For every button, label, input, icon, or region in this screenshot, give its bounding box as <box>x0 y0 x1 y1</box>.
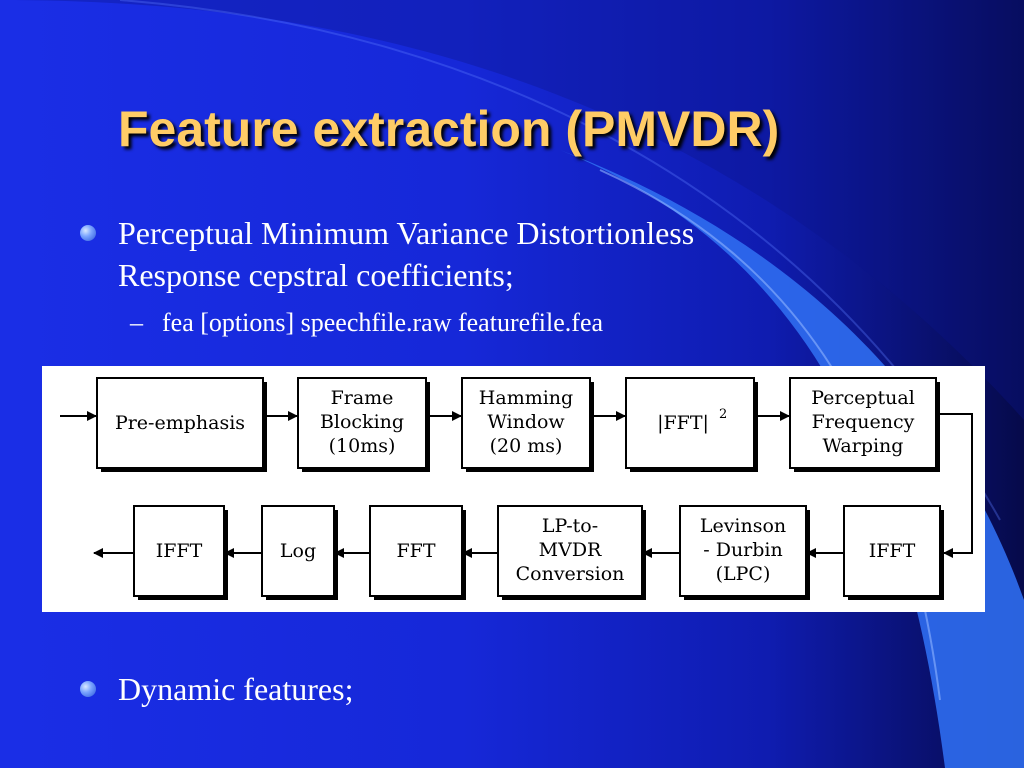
block-label: FFT <box>396 540 435 562</box>
block-perceptual-frequency-warping: Perceptual Frequency Warping <box>789 377 940 472</box>
bullet-dynamic-features: Dynamic features; <box>80 668 354 710</box>
block-pre-emphasis: Pre-emphasis <box>96 377 267 472</box>
bullet-text: Dynamic features; <box>118 671 354 707</box>
block-label: - Durbin <box>703 539 783 561</box>
block-ifft-2: IFFT <box>843 505 944 600</box>
block-label: Frequency <box>812 411 915 433</box>
block-lp-to-mvdr: LP-to- MVDR Conversion <box>497 505 646 600</box>
block-label: Frame <box>331 387 394 409</box>
bullet-pmvdr: Perceptual Minimum Variance Distortionle… <box>80 212 695 296</box>
block-label: Window <box>487 411 565 433</box>
block-label: Pre-emphasis <box>115 412 245 434</box>
slide-title: Feature extraction (PMVDR) <box>118 101 780 157</box>
block-label: Warping <box>823 435 904 457</box>
arrow-row-connector <box>940 413 973 558</box>
sub-bullet-text: fea [options] speechfile.raw featurefile… <box>162 308 604 337</box>
block-label: Hamming <box>479 387 573 409</box>
block-levinson-durbin: Levinson - Durbin (LPC) <box>679 505 810 600</box>
bullet-text-line1: Perceptual Minimum Variance Distortionle… <box>118 215 695 251</box>
block-fft: FFT <box>369 505 466 600</box>
block-label: Perceptual <box>811 387 915 409</box>
block-label: LP-to- <box>542 515 598 537</box>
block-label: |FFT| <box>657 412 709 434</box>
block-label: MVDR <box>539 539 602 561</box>
block-frame-blocking: Frame Blocking (10ms) <box>297 377 430 472</box>
bullet-dot-icon <box>80 225 96 241</box>
block-label: (10ms) <box>329 435 396 457</box>
block-hamming-window: Hamming Window (20 ms) <box>461 377 594 472</box>
block-log: Log <box>261 505 338 600</box>
block-fft-magnitude-squared: |FFT| 2 <box>625 377 758 472</box>
bullet-dot-icon <box>80 681 96 697</box>
block-label: Conversion <box>516 563 625 585</box>
sub-bullet-dash: – <box>130 308 143 337</box>
block-label: IFFT <box>869 540 916 562</box>
block-label: Blocking <box>320 411 404 433</box>
sub-bullet-command: – fea [options] speechfile.raw featurefi… <box>130 308 604 338</box>
block-label-superscript: 2 <box>719 407 727 422</box>
block-ifft-1: IFFT <box>133 505 228 600</box>
pmvdr-block-diagram: Pre-emphasis Frame Blocking (10ms) Hammi… <box>42 366 985 612</box>
block-label: (20 ms) <box>490 435 563 457</box>
block-label: Levinson <box>700 515 786 537</box>
block-label: IFFT <box>156 540 203 562</box>
block-label: Log <box>280 540 316 562</box>
bullet-text-line2: Response cepstral coefficients; <box>118 257 514 293</box>
block-label: (LPC) <box>716 563 771 585</box>
